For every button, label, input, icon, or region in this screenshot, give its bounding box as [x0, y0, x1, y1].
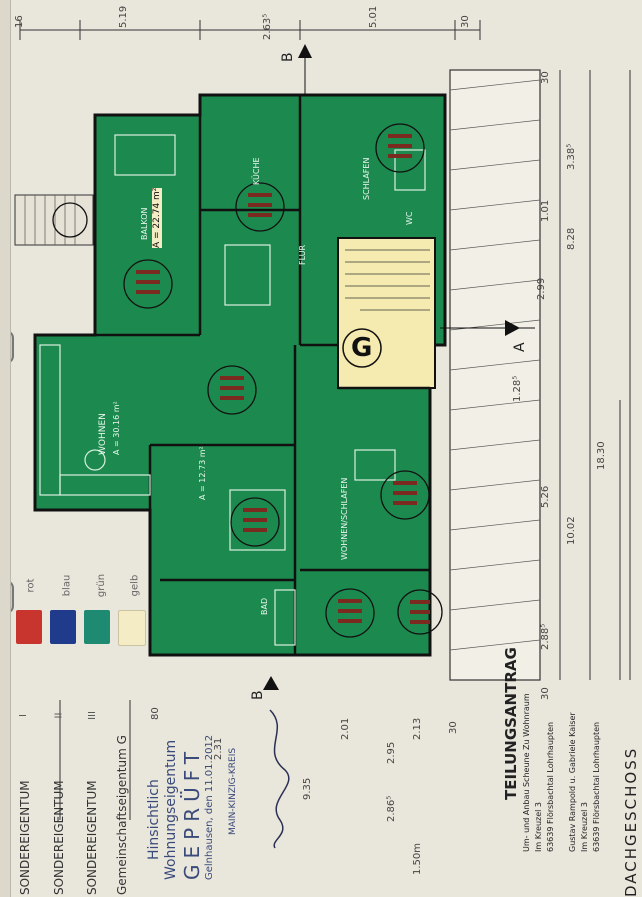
dim-right-0: 30 [540, 71, 551, 84]
room-label-kind: A = 12.73 m² [198, 446, 207, 500]
title-line-1: Um- und Anbau Scheune Zu Wohnraum [522, 693, 531, 852]
legend-label-3: SONDEREIGENTUM [85, 780, 99, 895]
legend-label-1: SONDEREIGENTUM [18, 780, 32, 895]
room-label-wc: WC [405, 211, 414, 226]
legend-roman-2: II [53, 712, 65, 719]
stamp-line-3: GEPRÜFT [180, 745, 204, 880]
legend-color-2: blau [61, 574, 73, 597]
common-stairwell [337, 237, 436, 389]
legend-color-3: grün [96, 573, 108, 598]
title-teilungsantrag: TEILUNGSANTRAG [502, 647, 520, 800]
dim-right-8: 10.02 [566, 516, 577, 545]
common-mark: G [351, 333, 373, 363]
punched-edge [0, 0, 11, 897]
room-area-wohnen: A = 30.16 m² [112, 401, 121, 455]
floor-name: DACHGESCHOSS [622, 746, 640, 897]
dim-right-7: 5.26 [540, 485, 551, 508]
dim-right-2: 1.01 [540, 199, 551, 222]
title-line-2: Im Kreuzel 3 [534, 801, 543, 852]
room-label-kueche: KÜCHE [252, 157, 261, 185]
roof-overhang [449, 69, 541, 681]
dim-right-9: 2.88⁵ [540, 623, 551, 650]
legend-roman-3: III [86, 711, 98, 720]
legend-roman-1: I [17, 714, 29, 717]
title-line-4: Gustav Rampold u. Gabriele Kaiser [568, 712, 577, 852]
title-line-6: 63639 Flörsbachtal Lohrhaupten [592, 721, 601, 852]
title-line-3: 63639 Flörsbachtal Lohrhaupten [546, 721, 555, 852]
legend-color-1: rot [25, 578, 37, 593]
legend-label-2: SONDEREIGENTUM [52, 780, 66, 895]
dim-right-6: 18.30 [596, 441, 607, 470]
legend-label-4: Gemeinschaftseigentum G [115, 735, 129, 895]
dim-right-5: 1.28⁵ [512, 375, 523, 402]
dim-top-0: 16 [14, 15, 25, 28]
dim-right-3: 8.28 [566, 227, 577, 250]
legend-color-4: gelb [129, 574, 141, 597]
room-label-wohnen: WOHNEN [98, 413, 108, 455]
legend-swatch-green [84, 610, 110, 644]
dimension-lines [19, 20, 631, 820]
unit-iii-area [14, 93, 447, 657]
legend: SONDEREIGENTUM SONDEREIGENTUM SONDEREIGE… [0, 560, 480, 897]
room-label-wohnen-schlafen: WOHNEN/SCHLAFEN [340, 477, 349, 560]
dim-top-2: 2.63⁵ [262, 13, 273, 40]
legend-swatch-red [16, 610, 42, 644]
stamp-line-5: MAIN-KINZIG-KREIS [228, 747, 238, 835]
dim-right-1: 3.38⁵ [566, 143, 577, 170]
signature [269, 709, 290, 849]
stamp-line-4: Gelnhausen, den 11.01.2012 [204, 734, 215, 880]
title-line-5: Im Kreuzel 3 [580, 801, 589, 852]
room-area-balkon: A = 22.74 m² [152, 187, 162, 248]
room-label-flur: FLUR [298, 244, 307, 265]
section-label-a: A [512, 342, 528, 352]
stamp-line-2: Wohnungseigentum [163, 739, 179, 880]
section-label-b-top: B [280, 52, 296, 62]
dim-right-10: 30 [540, 687, 551, 700]
unit-mark-bars [136, 134, 430, 624]
legend-swatch-blue [50, 610, 76, 644]
unit-mark-circles [52, 123, 443, 638]
dim-right-4: 2.99 [536, 277, 547, 300]
dim-top-3: 5.01 [368, 5, 379, 28]
legend-swatch-yellow [118, 610, 146, 646]
stamp-line-1: Hinsichtlich [146, 779, 162, 860]
section-markers [263, 44, 535, 690]
dim-top-4: 30 [460, 15, 471, 28]
room-label-balkon: BALKON [140, 207, 149, 240]
dim-top-1: 5.19 [118, 5, 129, 28]
external-stair [14, 194, 94, 246]
room-label-schlafen: SCHLAFEN [362, 157, 371, 200]
